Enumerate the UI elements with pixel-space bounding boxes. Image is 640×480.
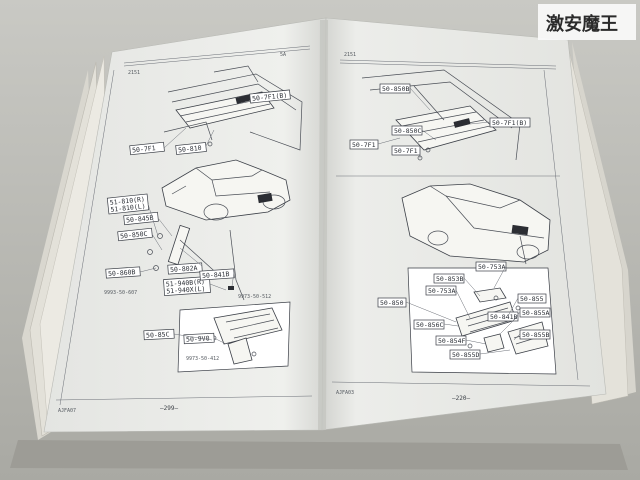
left-header-right: 5A — [280, 52, 286, 58]
callout-label: 50-7F1 — [352, 141, 376, 149]
callout-label: 50-7F1(B) — [492, 119, 527, 127]
callout-label: 50-7F1 — [132, 144, 156, 154]
car-illustration-right — [401, 183, 551, 265]
left-page-content: 2151 5A AJFA07 —299— — [55, 45, 313, 414]
left-page-number: —299— — [160, 405, 178, 412]
callout-label: 9973-50-512 — [238, 294, 271, 300]
left-header-left: 2151 — [128, 70, 140, 76]
callout-label: 9973-50-412 — [186, 356, 219, 362]
callout-label: 50-7F1 — [394, 147, 418, 155]
callout-label: 50-850 — [380, 299, 404, 307]
callout-label: 50-7F1(B) — [252, 91, 288, 103]
book-shadow — [10, 440, 628, 470]
callout-label: 50-845B — [126, 214, 154, 225]
callout-label: 50-850B — [382, 85, 409, 93]
callout-label: 51-810(L) — [110, 202, 146, 214]
callout-label: 50-753A — [428, 287, 455, 295]
callout-label: 50-850C — [394, 127, 421, 135]
callout-label: 50-855A — [522, 309, 549, 317]
watermark-text: 激安魔王 — [546, 13, 618, 35]
callout-label: 50-9V0 — [186, 334, 210, 343]
car-illustration-left — [161, 159, 291, 221]
right-page-content: 2151 AJFA03 —220— — [331, 52, 591, 402]
right-footer-code: AJFA03 — [336, 390, 354, 396]
right-header-left: 2151 — [344, 52, 356, 58]
callout-label: 50-855 — [520, 295, 544, 303]
callout-label: 50-802A — [170, 264, 198, 274]
callouts-right: 50-850B 50-7F1(B) 50-850C 50-7F1 50-7F1 … — [349, 83, 551, 360]
left-footer-code: AJFA07 — [58, 408, 76, 414]
callout-label: 50-855B — [522, 331, 549, 339]
callout-label: 50-850C — [120, 230, 148, 241]
lamp-box-left — [177, 301, 291, 373]
callout-label: 9993-50-607 — [104, 290, 137, 296]
callout-label: 50-855D — [452, 351, 479, 359]
callouts-left: 50-7F1(B) 50-7F1 50-810 51-810(R) 51-810… — [104, 89, 291, 362]
callout-label: 50-856C — [416, 321, 443, 329]
exploded-parts-left — [147, 224, 245, 301]
cowl-illustration-right — [361, 69, 521, 161]
callout-label: 50-860B — [108, 268, 136, 278]
gutter — [318, 20, 328, 430]
callout-label: 51-940B(R) — [166, 278, 206, 289]
callout-label: 50-854F — [438, 337, 465, 345]
callout-label: 50-841B — [202, 270, 230, 280]
callout-label: 51-940X(L) — [166, 285, 206, 296]
cowl-illustration — [163, 65, 303, 151]
callout-label: 50-841B — [490, 313, 517, 321]
watermark-logo: 激安魔王 — [538, 4, 636, 40]
callout-label: 50-853B — [436, 275, 463, 283]
callout-label: 50-753A — [478, 263, 505, 271]
right-page-number: —220— — [452, 395, 470, 402]
callout-label: 50-85C — [146, 330, 170, 339]
callout-label: 51-810(R) — [109, 195, 145, 207]
callout-label: 50-810 — [178, 144, 202, 154]
